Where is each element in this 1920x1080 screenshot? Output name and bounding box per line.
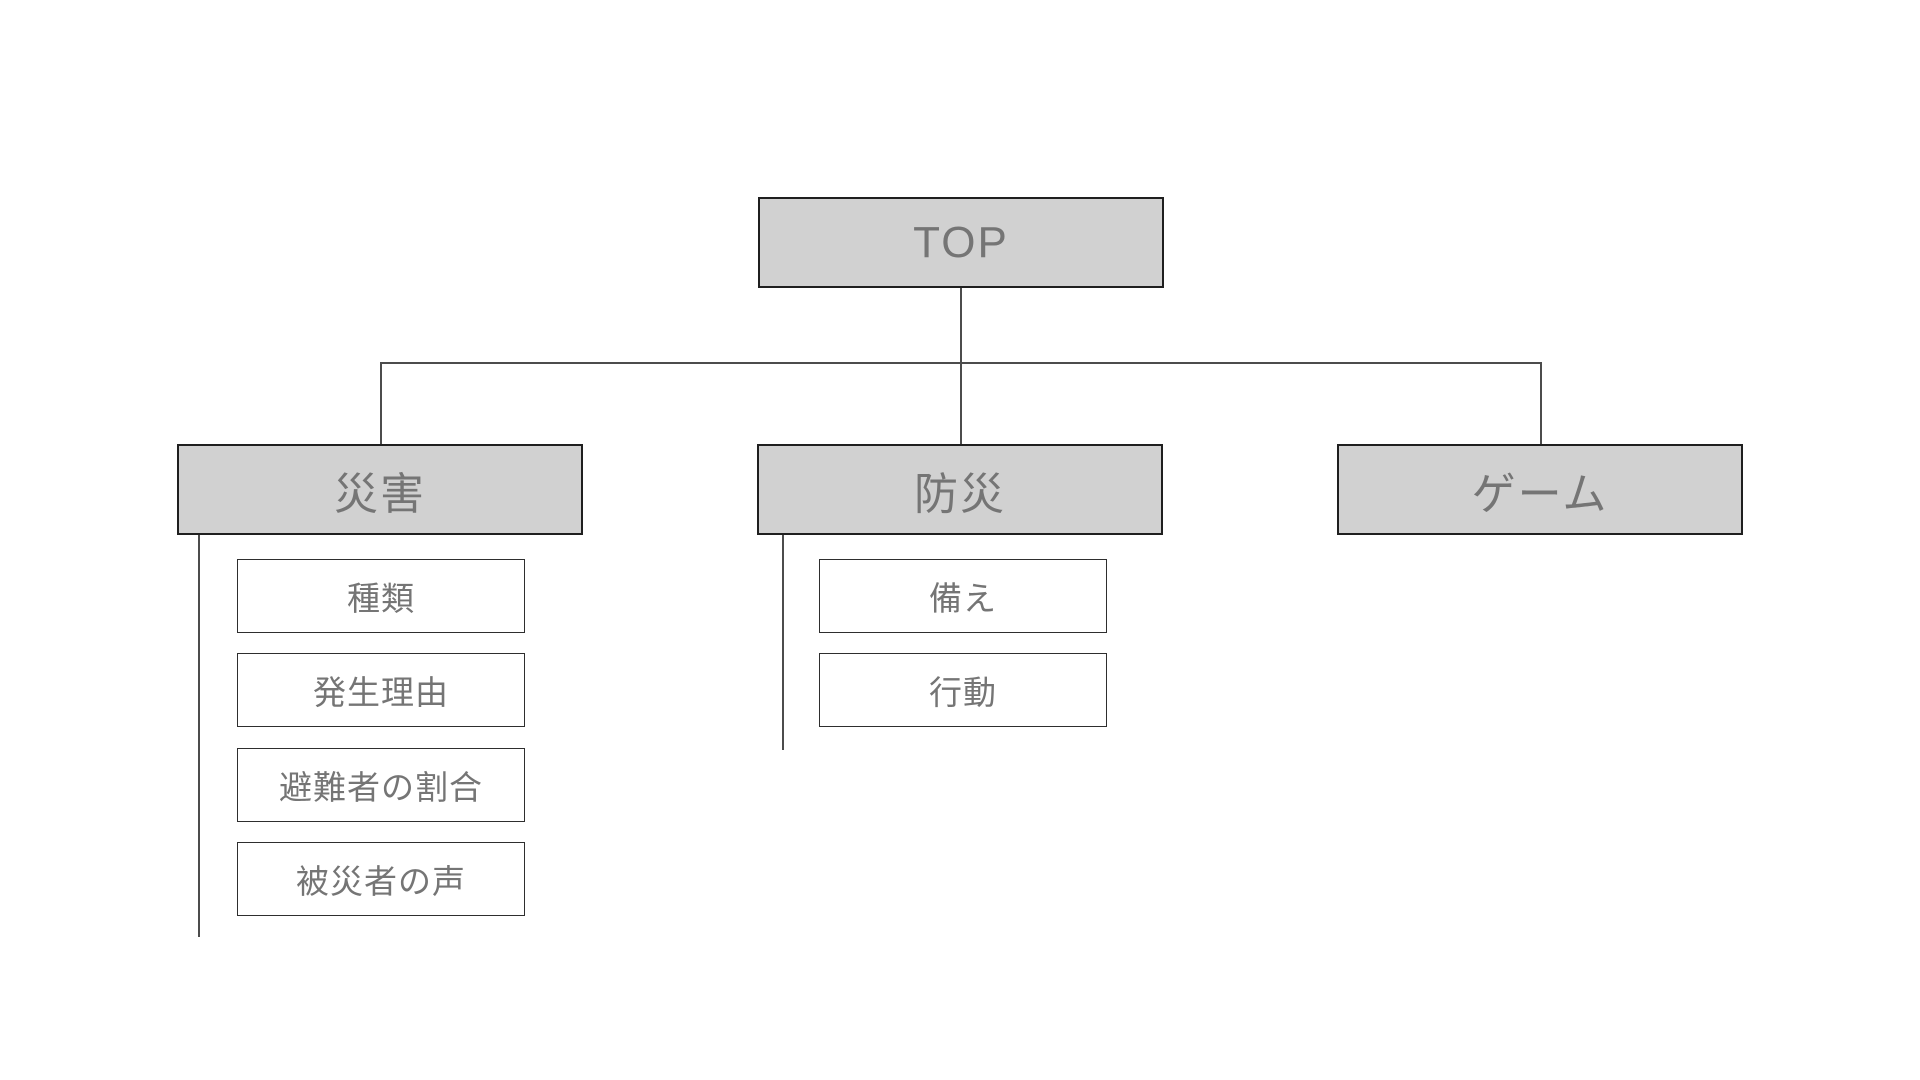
child-node-victim-voices: 被災者の声 <box>237 842 525 916</box>
stem-saigai-children <box>198 535 200 937</box>
child-node-preparation: 備え <box>819 559 1107 633</box>
connector-top-vertical <box>960 288 962 444</box>
connector-saigai-vertical <box>380 362 382 444</box>
child-node-occurrence-reason: 発生理由 <box>237 653 525 727</box>
node-game: ゲーム <box>1337 444 1743 535</box>
child-node-action: 行動 <box>819 653 1107 727</box>
node-saigai-disaster: 災害 <box>177 444 583 535</box>
child-node-evacuee-ratio: 避難者の割合 <box>237 748 525 822</box>
connector-game-vertical <box>1540 362 1542 444</box>
node-top: TOP <box>758 197 1164 288</box>
child-node-types: 種類 <box>237 559 525 633</box>
connector-horizontal-branch <box>380 362 1541 364</box>
stem-bousai-children <box>782 535 784 750</box>
node-bousai-prevention: 防災 <box>757 444 1163 535</box>
